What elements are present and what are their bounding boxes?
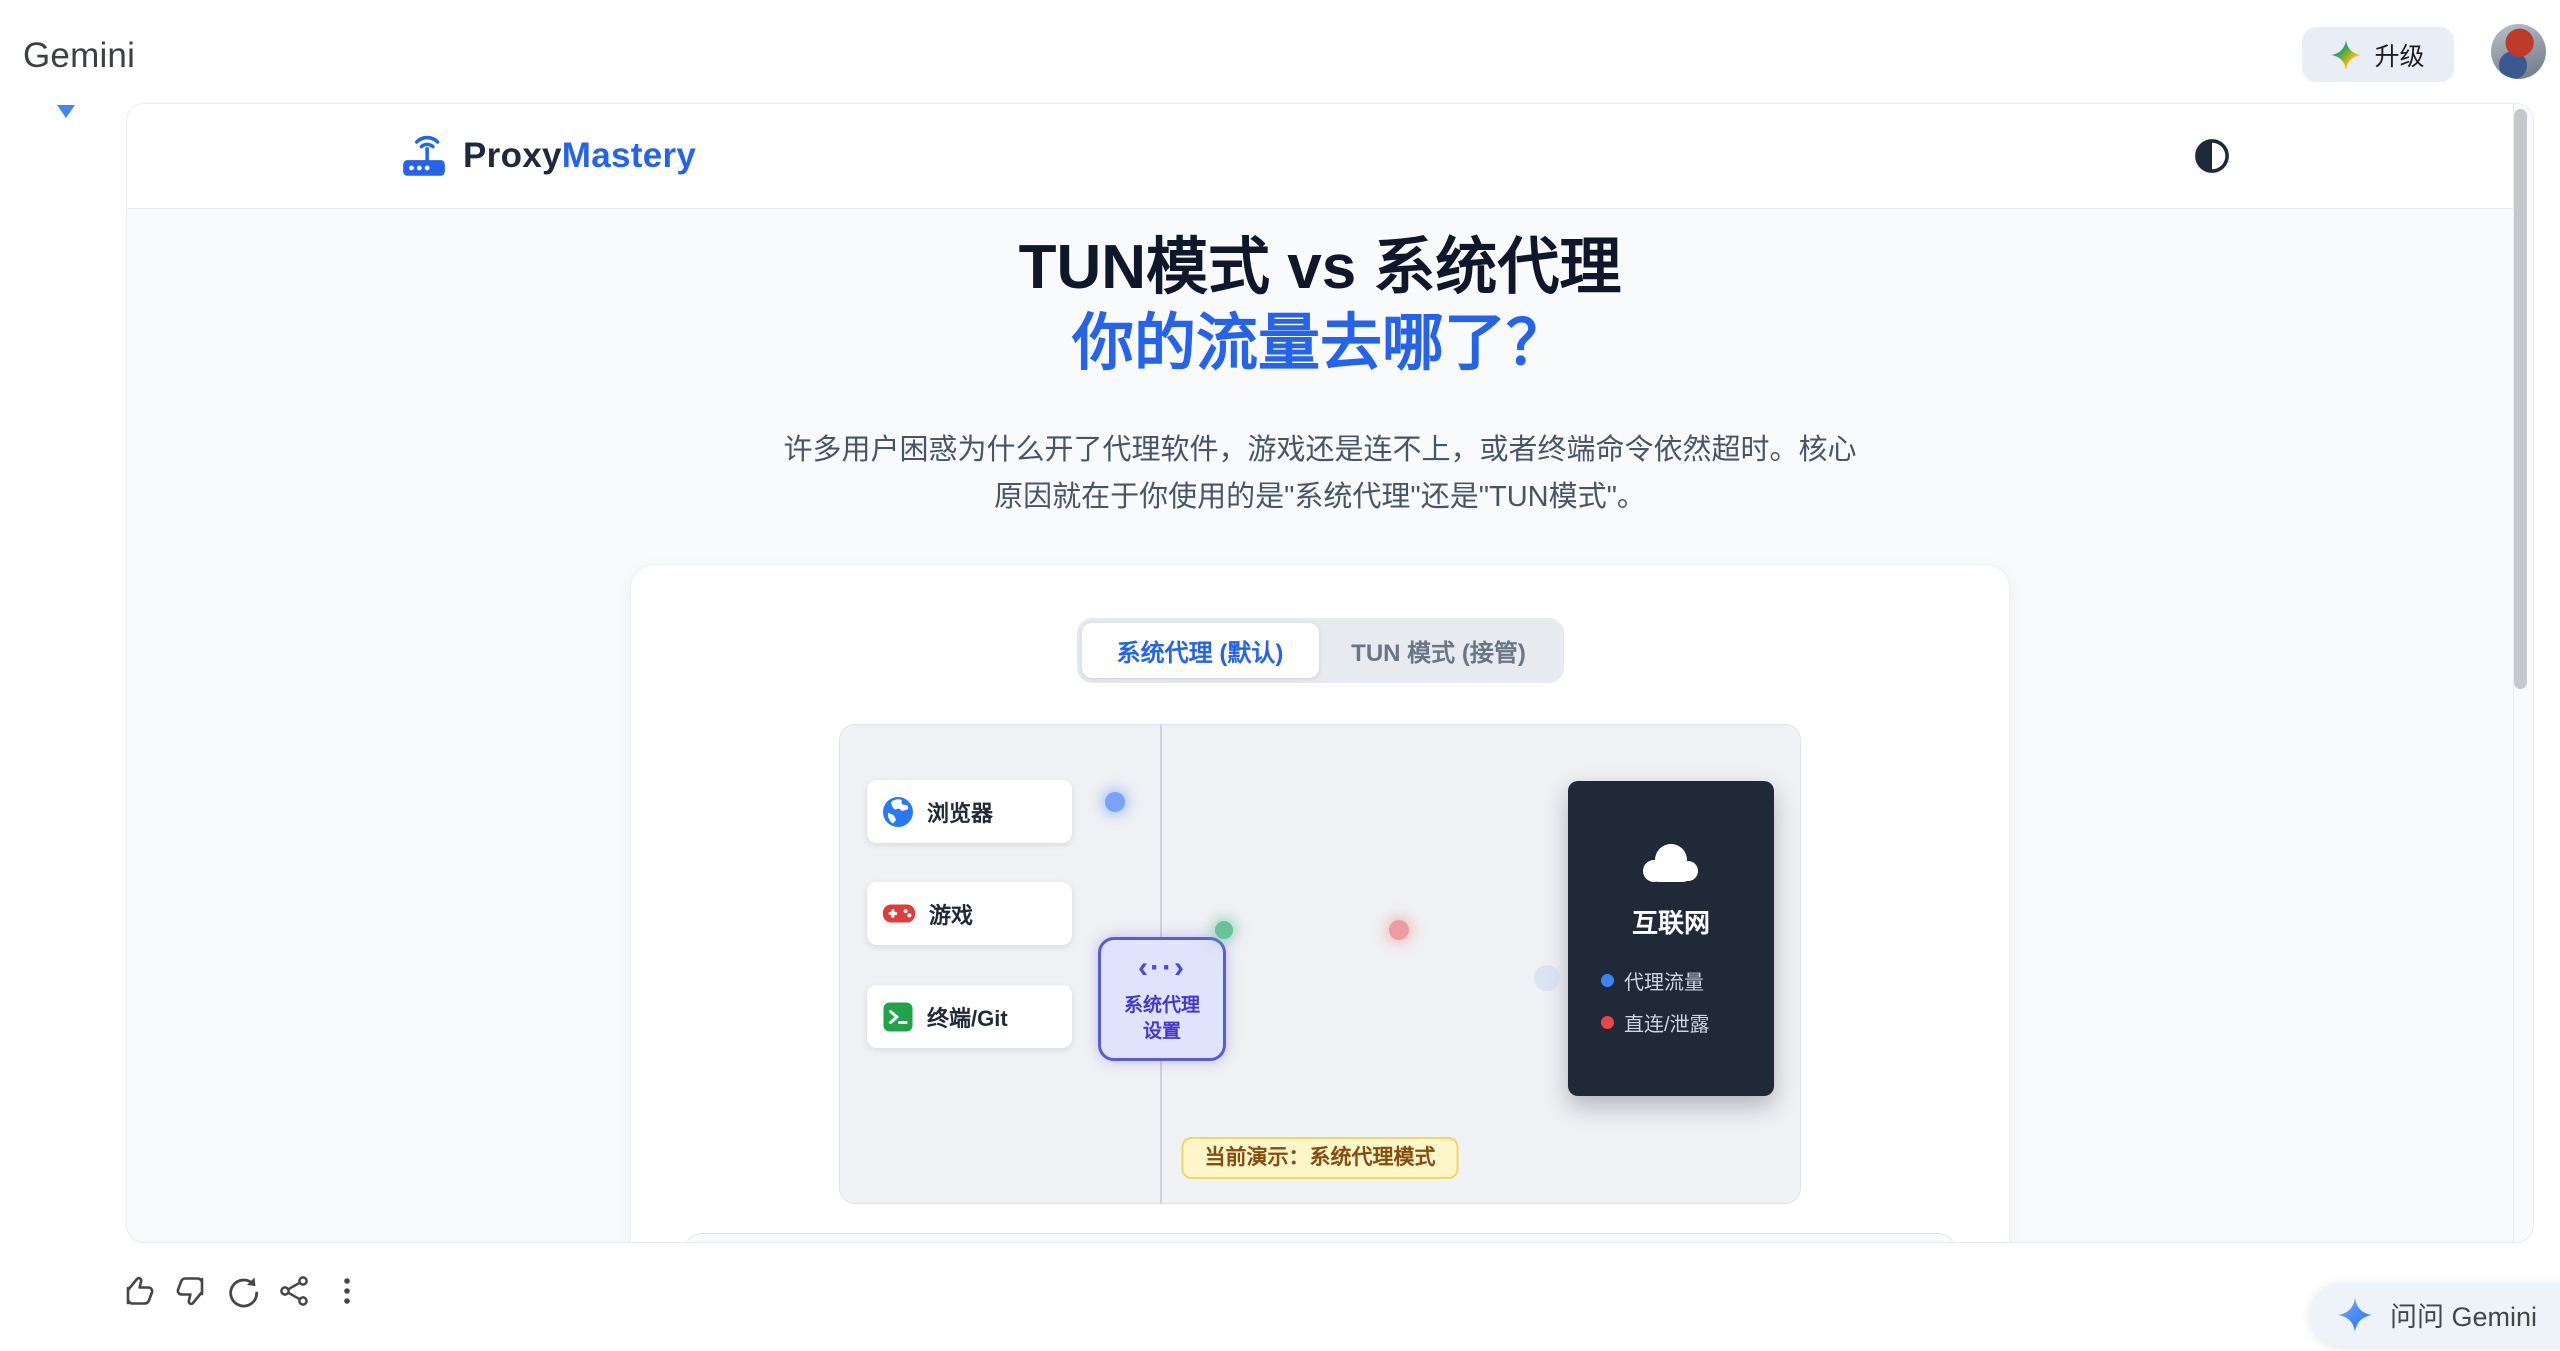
internet-label: 互联网 [1631,908,1710,939]
traffic-dot-ok [1215,921,1233,940]
upgrade-label: 升级 [2374,42,2425,71]
thumbs-down-button[interactable] [172,1272,209,1309]
app-label: 终端/Git [927,1005,1008,1031]
blue-dot-icon [1601,974,1614,988]
response-actions [120,1272,365,1309]
traffic-dot-faded [1534,965,1560,992]
site-page: ProxyMastery TUN模式 vs 系统代理 你的流量去哪了？ [127,104,2514,1242]
legend-item-direct: 直连/泄露 [1601,1008,1710,1037]
thumbs-up-button[interactable] [120,1272,157,1309]
share-button[interactable] [276,1272,313,1309]
hero-subtitle: 许多用户困惑为什么开了代理软件，游戏还是连不上，或者终端命令依然超时。核心原因就… [783,434,1857,513]
gemini-sparkle-icon [2331,39,2362,70]
app-label: 浏览器 [927,800,994,826]
more-options-button[interactable] [328,1272,365,1309]
proxy-node-label: 系统代理设置 [1123,995,1200,1043]
title-line-1: TUN模式 vs 系统代理 [1018,233,1622,302]
traffic-dot-leak [1389,920,1409,941]
app-card-terminal: 终端/Git [867,985,1072,1049]
traffic-dot-proxy [1105,792,1125,813]
router-icon [399,133,449,179]
traffic-legend: 代理流量 直连/泄露 [1568,966,1710,1050]
app-card-games: 游戏 [867,882,1072,946]
user-avatar[interactable] [2491,24,2546,79]
next-section-peek [684,1233,1956,1242]
site-logo[interactable]: ProxyMastery [399,104,696,208]
system-proxy-node: ‹··› 系统代理设置 [1098,937,1226,1062]
internet-node: 互联网 代理流量 直连/泄露 [1568,781,1774,1097]
dark-mode-toggle[interactable] [2193,137,2231,175]
mode-tabs: 系统代理 (默认) TUN 模式 (接管) [1076,618,1564,684]
legend-item-proxy: 代理流量 [1601,966,1710,995]
tab-system-proxy[interactable]: 系统代理 (默认) [1081,623,1319,679]
gamepad-icon [882,902,916,926]
canvas-preview-panel: ProxyMastery TUN模式 vs 系统代理 你的流量去哪了？ [126,103,2534,1243]
site-brand: ProxyMastery [463,136,697,175]
canvas-scrollbar[interactable] [2514,109,2527,689]
app-card-browser: 浏览器 [867,780,1072,844]
page-title: TUN模式 vs 系统代理 你的流量去哪了？ [127,230,2513,381]
gemini-logo: Gemini [23,36,136,75]
terminal-icon [882,1001,914,1033]
blue-sparkle-icon [2338,1297,2372,1332]
app-label: 游戏 [929,902,974,928]
red-dot-icon [1601,1016,1614,1030]
demo-card: 系统代理 (默认) TUN 模式 (接管) [630,564,2010,1242]
hero-section: TUN模式 vs 系统代理 你的流量去哪了？ 许多用户困惑为什么开了代理软件，游… [127,209,2513,1242]
code-brackets-icon: ‹··› [1138,951,1186,985]
traffic-diagram: 浏览器 游戏 [839,724,1801,1205]
tab-tun-mode[interactable]: TUN 模式 (接管) [1319,623,1559,678]
ask-gemini-label: 问问 Gemini [2390,1302,2538,1332]
site-header: ProxyMastery [127,104,2513,209]
globe-icon [882,796,914,828]
title-line-2: 你的流量去哪了？ [1071,308,1568,378]
cloud-icon [1638,837,1704,885]
canvas-collapse-handle[interactable] [57,105,75,118]
upgrade-button[interactable]: 升级 [2302,27,2454,82]
ask-gemini-button[interactable]: 问问 Gemini [2310,1283,2560,1346]
status-badge: 当前演示：系统代理模式 [1181,1137,1459,1180]
regenerate-button[interactable] [224,1272,261,1309]
half-moon-icon [2193,137,2231,175]
